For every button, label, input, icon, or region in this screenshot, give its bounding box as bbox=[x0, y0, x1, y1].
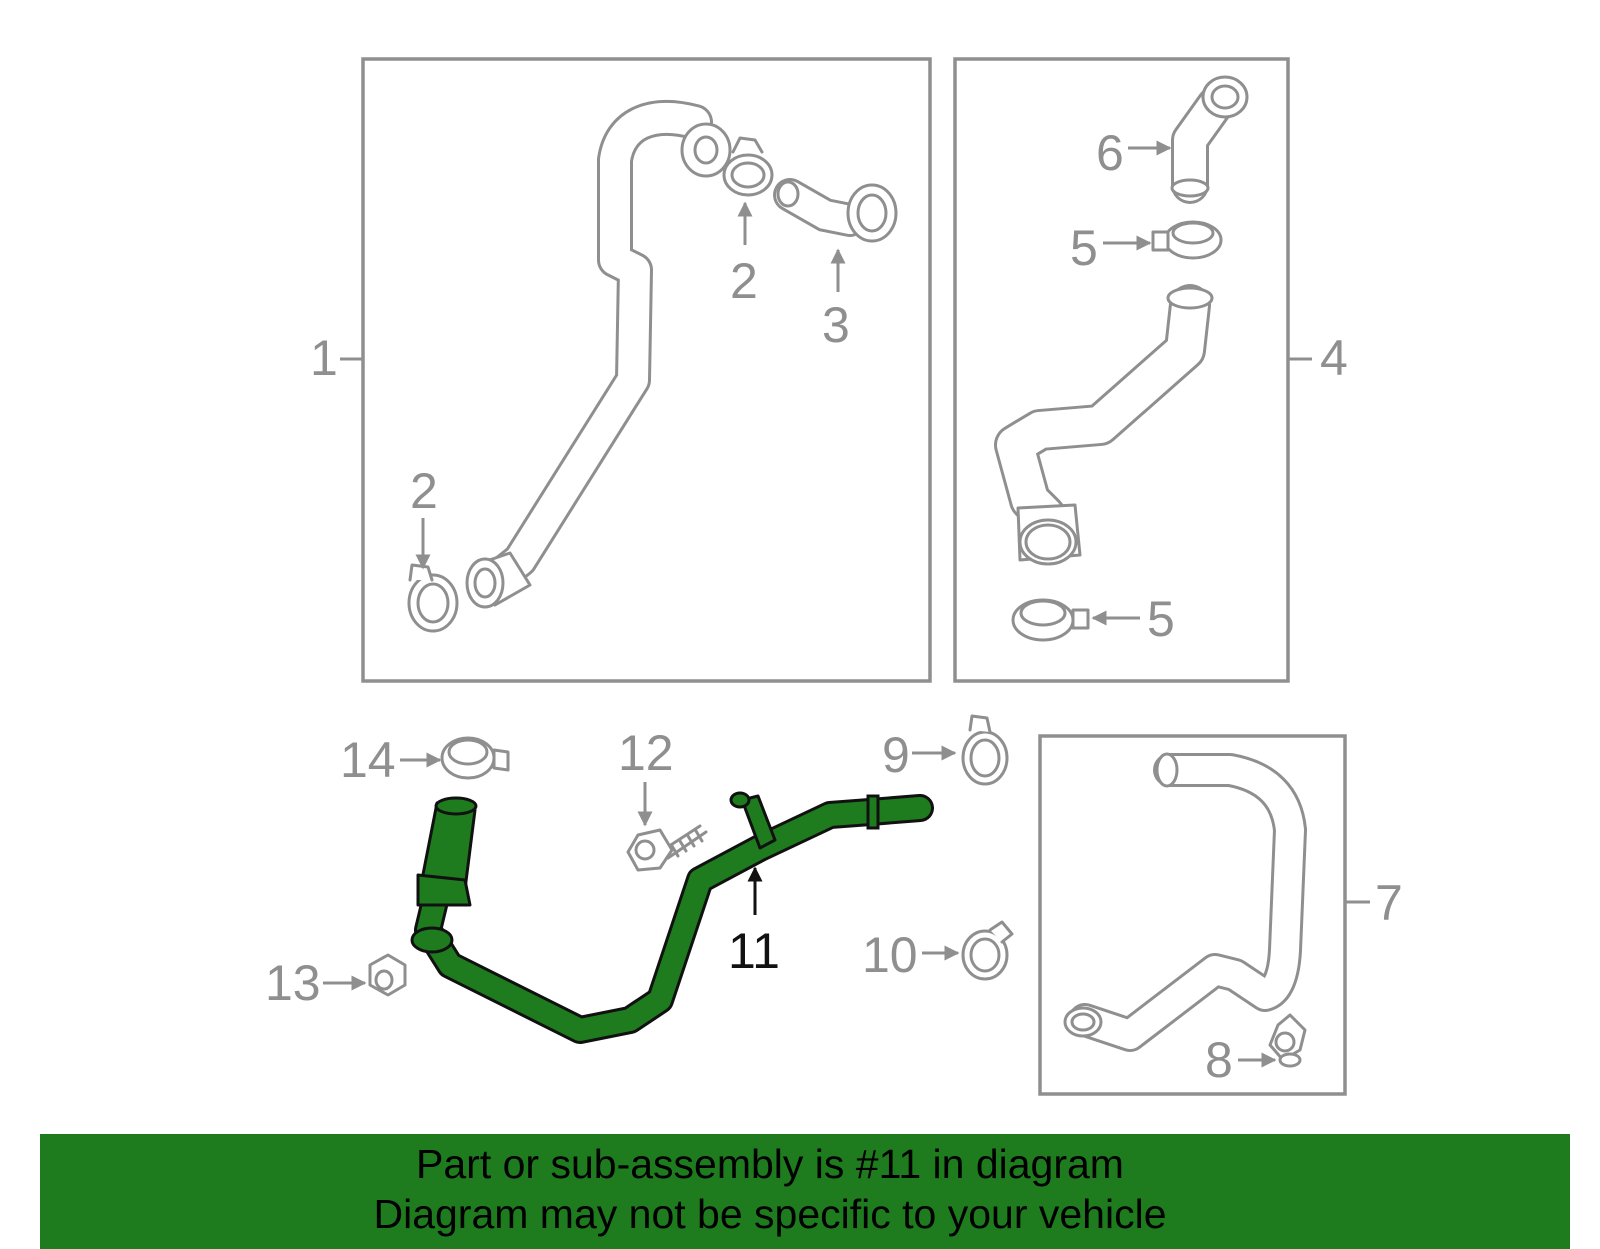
callout-6: 6 bbox=[1096, 125, 1124, 181]
assembly-box-1: 1 2 3 bbox=[310, 57, 932, 683]
elbow-hose-3 bbox=[773, 178, 898, 243]
callout-7: 7 bbox=[1375, 875, 1403, 931]
info-banner: Part or sub-assembly is #11 in diagram D… bbox=[40, 1134, 1570, 1249]
elbow-6 bbox=[1170, 75, 1249, 204]
callout-2-bottom: 2 bbox=[410, 463, 438, 519]
clamp-5-top bbox=[1151, 220, 1223, 260]
hose-upper-left bbox=[465, 100, 732, 609]
bolt-12 bbox=[626, 824, 708, 872]
nut-13 bbox=[368, 953, 407, 997]
clamp-14 bbox=[440, 736, 510, 780]
callout-1: 1 bbox=[310, 330, 338, 386]
callout-9: 9 bbox=[882, 727, 910, 783]
clamp-2-top bbox=[722, 136, 774, 197]
callout-14: 14 bbox=[340, 732, 396, 788]
callout-5-bottom: 5 bbox=[1147, 591, 1175, 647]
callout-3: 3 bbox=[822, 297, 850, 353]
pipe-11-highlighted[interactable] bbox=[410, 791, 934, 1044]
hose-box-4 bbox=[994, 284, 1214, 566]
clamp-2-bottom bbox=[407, 563, 459, 633]
callout-8: 8 bbox=[1205, 1032, 1233, 1088]
callout-2-top: 2 bbox=[730, 253, 758, 309]
clamp-5-bottom bbox=[1011, 598, 1090, 642]
callout-10: 10 bbox=[862, 927, 918, 983]
assembly-box-7: 7 8 bbox=[1038, 734, 1403, 1096]
banner-line-2: Diagram may not be specific to your vehi… bbox=[373, 1191, 1167, 1237]
clamp-10 bbox=[961, 920, 1014, 981]
clamp-9 bbox=[961, 714, 1009, 786]
callout-4: 4 bbox=[1320, 330, 1348, 386]
callout-12: 12 bbox=[618, 725, 674, 781]
connector-8 bbox=[1268, 1013, 1307, 1068]
banner-line-1: Part or sub-assembly is #11 in diagram bbox=[416, 1141, 1124, 1187]
callout-5-top: 5 bbox=[1070, 220, 1098, 276]
hose-box-7 bbox=[1063, 752, 1307, 1052]
callout-13: 13 bbox=[265, 955, 321, 1011]
assembly-box-4: 4 6 5 bbox=[953, 57, 1348, 683]
callout-11: 11 bbox=[728, 923, 780, 979]
